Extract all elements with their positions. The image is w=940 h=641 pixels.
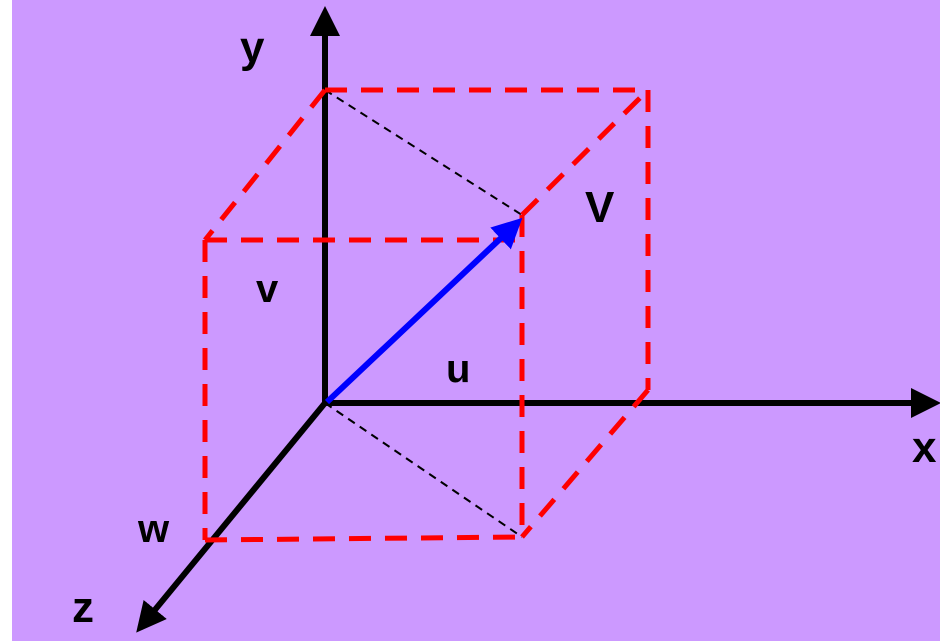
- x-axis-label: x: [912, 423, 937, 472]
- box-edge-bottom-front: [204, 534, 523, 543]
- component-v-label: v: [256, 267, 279, 311]
- diagram-background: [12, 0, 940, 641]
- z-axis-label: z: [72, 583, 94, 632]
- vector-arrow: [324, 217, 523, 405]
- box-edge-bottom-right: [520, 388, 650, 539]
- projection-line-bottom: [324, 402, 523, 538]
- component-w-label: w: [137, 507, 170, 551]
- component-box: [202, 87, 651, 543]
- projection-line-top: [324, 89, 523, 216]
- component-u-label: u: [446, 347, 470, 391]
- box-edge-top-left: [203, 88, 327, 242]
- vector-label: V: [585, 183, 615, 232]
- y-axis-label: y: [240, 23, 265, 72]
- z-axis: [136, 401, 328, 633]
- box-edge-top-right: [520, 88, 650, 217]
